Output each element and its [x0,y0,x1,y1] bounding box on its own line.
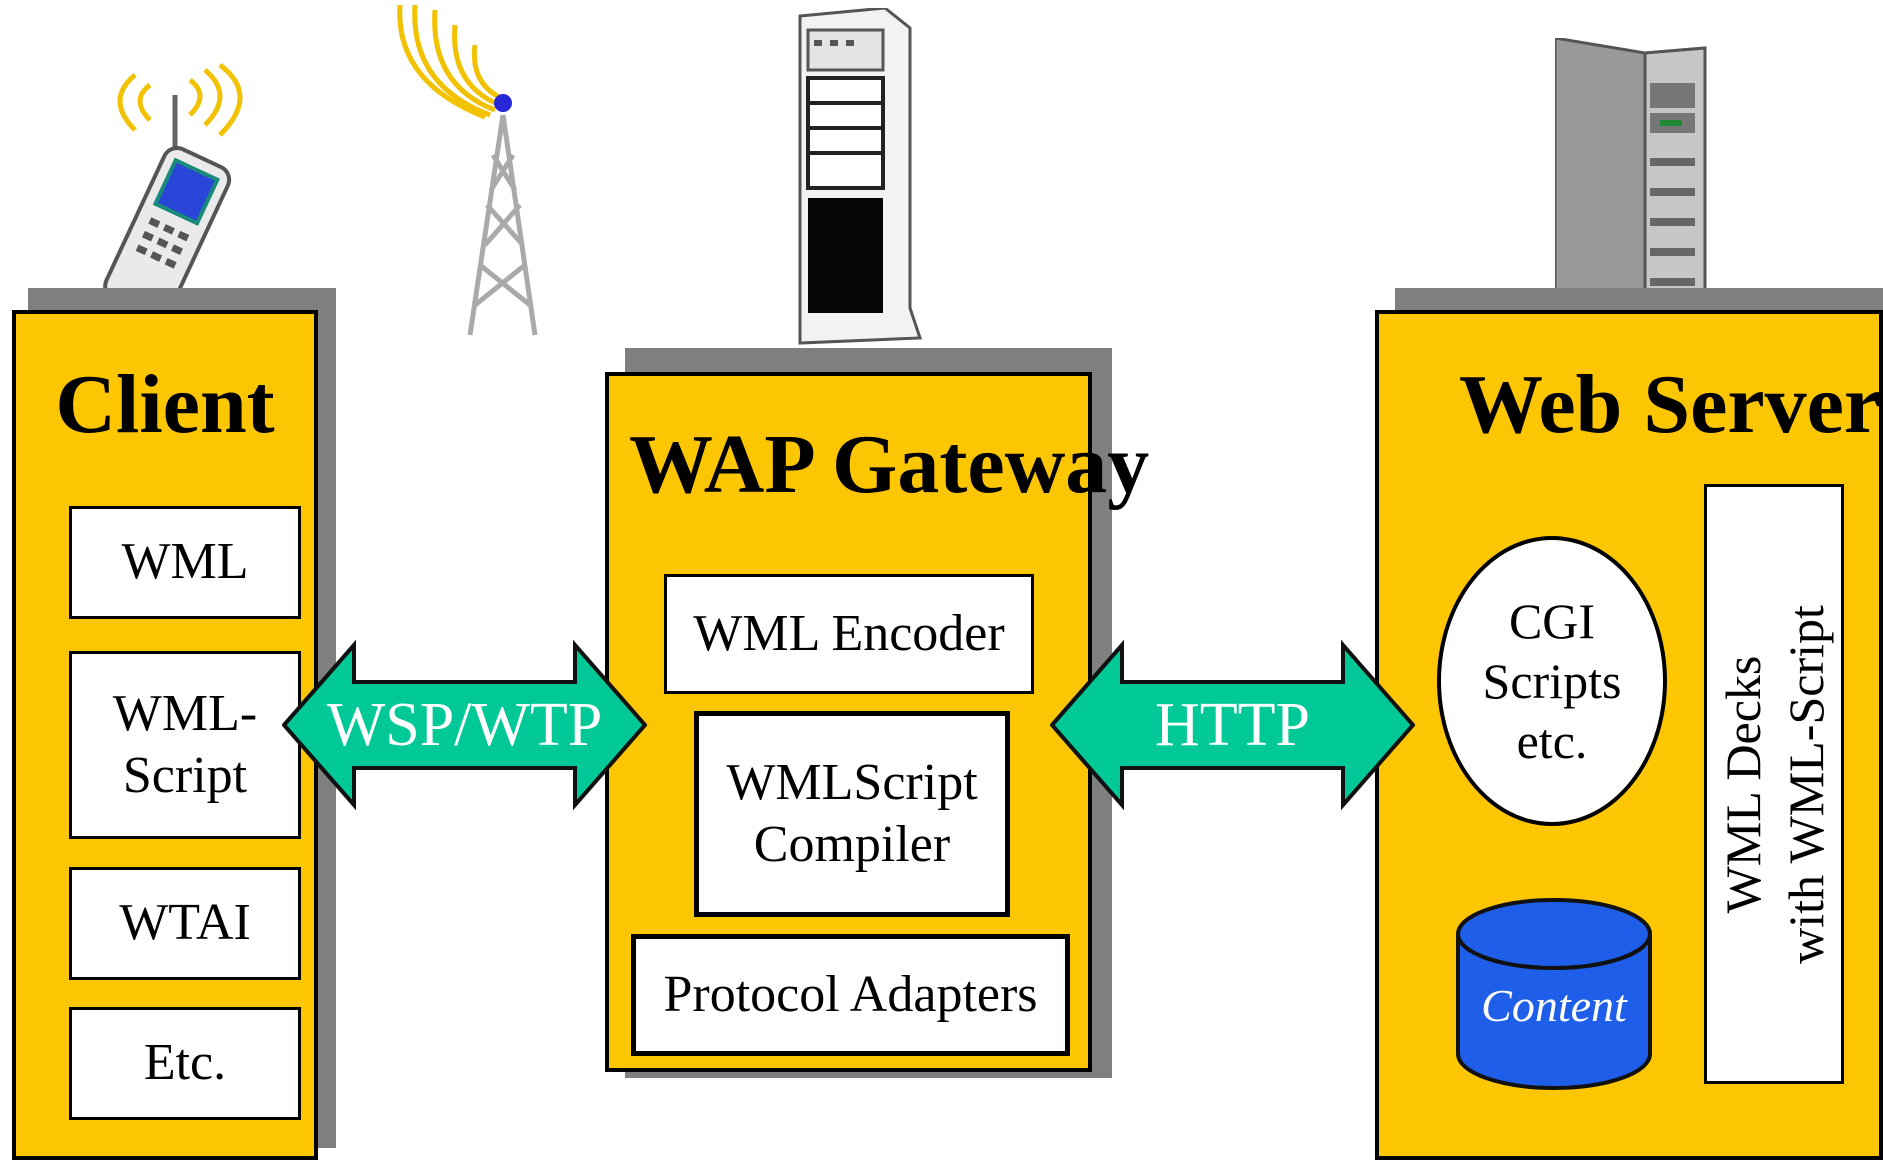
client-title: Client [55,358,275,451]
client-item-etc: Etc. [69,1007,301,1120]
gateway-item-wmlscript-compiler: WMLScript Compiler [694,711,1010,917]
gateway-item-protocol-adapters: Protocol Adapters [631,934,1070,1056]
server-title: Web Server [1459,358,1882,451]
mobile-phone-icon [103,63,243,295]
wsp-wtp-arrow [282,640,647,810]
gateway-server-icon [798,8,923,345]
server-wml-decks-label: WML Decks with WML-Script [1714,604,1834,964]
server-wml-decks: WML Decks with WML-Script [1704,484,1844,1084]
gateway-item-wml-encoder: WML Encoder [664,574,1034,694]
server-panel: Web Server CGI Scripts etc. Content WML … [1375,310,1883,1160]
http-label: HTTP [1155,690,1310,759]
http-arrow [1050,640,1415,810]
wsp-wtp-label: WSP/WTP [326,690,603,759]
client-item-wtai: WTAI [69,867,301,980]
web-server-icon [1555,38,1707,315]
antenna-tower-icon [397,5,538,336]
gateway-title: WAP Gateway [629,418,1150,511]
server-cgi-scripts: CGI Scripts etc. [1437,536,1667,826]
content-database-icon [1456,898,1652,1090]
client-item-wmlscript: WML- Script [69,651,301,839]
client-item-wml: WML [69,506,301,619]
gateway-panel: WAP Gateway WML Encoder WMLScript Compil… [605,372,1149,1072]
content-label: Content [1481,980,1627,1031]
client-panel: Client WML WML- Script WTAI Etc. [12,310,318,1160]
